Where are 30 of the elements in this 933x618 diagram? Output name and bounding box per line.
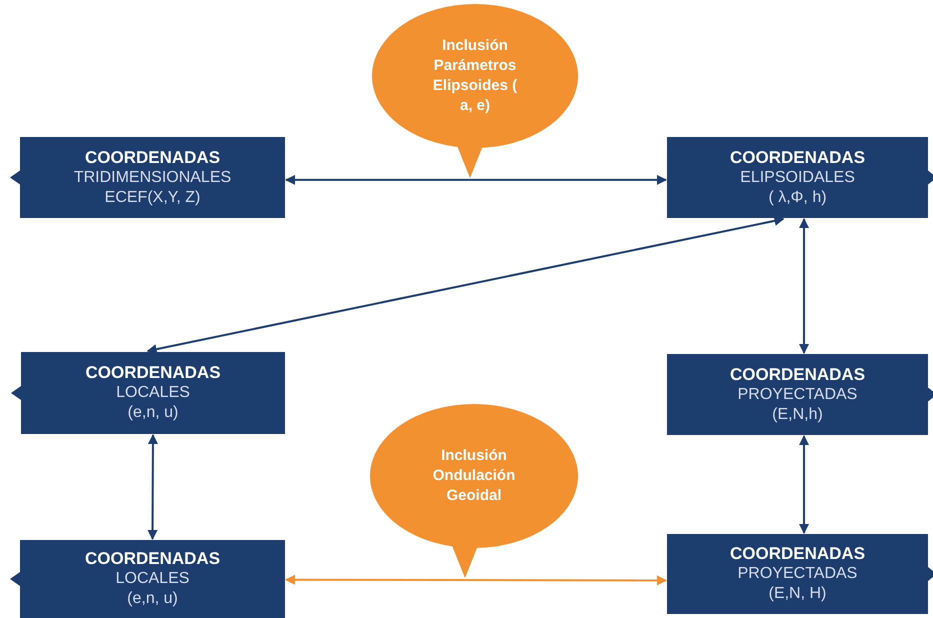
coordinate-box bbox=[667, 137, 928, 218]
double-arrow bbox=[148, 434, 158, 540]
box-text: ELIPSOIDALES bbox=[740, 168, 855, 188]
box-text: ECEF(X,Y, Z) bbox=[104, 188, 200, 208]
box-heading: COORDENADAS bbox=[85, 363, 221, 383]
box-heading: COORDENADAS bbox=[730, 148, 866, 168]
coordinate-box bbox=[667, 354, 928, 435]
double-arrow bbox=[799, 435, 810, 534]
box-heading: COORDENADAS bbox=[730, 544, 866, 564]
box-text: (e,n, u) bbox=[128, 403, 178, 423]
coordinate-box bbox=[20, 540, 285, 618]
box-text: PROYECTADAS bbox=[738, 564, 858, 584]
double-arrow bbox=[799, 218, 810, 354]
box-text: LOCALES bbox=[116, 569, 190, 589]
box-text: PROYECTADAS bbox=[738, 384, 858, 404]
box-heading: COORDENADAS bbox=[84, 148, 220, 168]
box-text: TRIDIMENSIONALES bbox=[74, 168, 232, 188]
box-text: (e,n, u) bbox=[127, 589, 178, 609]
box-heading: COORDENADAS bbox=[730, 364, 866, 384]
double-arrow bbox=[146, 216, 784, 354]
coordinate-box bbox=[21, 352, 285, 434]
box-text: ( λ,Φ, h) bbox=[768, 188, 827, 208]
box-heading: COORDENADAS bbox=[84, 549, 220, 569]
coordinate-box bbox=[667, 534, 928, 614]
double-arrow bbox=[285, 174, 667, 185]
coordinate-box bbox=[20, 137, 285, 218]
double-arrow bbox=[285, 574, 667, 586]
box-text: (E,N,h) bbox=[772, 404, 823, 424]
box-text: (E,N, H) bbox=[768, 584, 826, 604]
box-text: LOCALES bbox=[116, 383, 190, 403]
